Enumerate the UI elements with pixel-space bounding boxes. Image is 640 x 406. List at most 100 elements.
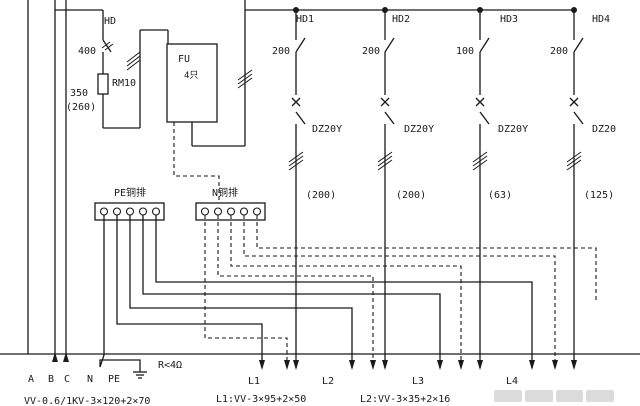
ground-resistance-label: R<4Ω	[158, 360, 182, 371]
pe-label: PE	[108, 374, 120, 385]
hd2-blade	[384, 37, 395, 53]
arrow-l2-n	[370, 360, 376, 370]
neutral-label: N	[87, 374, 93, 385]
grounding-section: R<4Ω	[0, 353, 640, 379]
hd4-breaker-blade	[573, 111, 584, 125]
arrow-l3-pe	[437, 360, 443, 370]
hd2-hatch-1	[377, 151, 393, 163]
arrow-l1-phase	[293, 360, 299, 370]
hd3-breaker-label: DZ20Y	[498, 124, 528, 135]
n-wire-l1	[204, 215, 288, 368]
cable-hatch-2	[126, 55, 141, 67]
hd4-current-label: (125)	[584, 190, 614, 201]
n-conductors	[204, 215, 597, 368]
cable-hatch-1	[126, 51, 141, 63]
cable-spec-l1: L1:VV-3×95+2×50	[216, 394, 306, 405]
hd3-hatch-2	[472, 155, 488, 167]
n-terminal-5	[252, 207, 262, 216]
hd4-blade	[573, 37, 584, 53]
l1-label: L1	[248, 376, 260, 387]
hd1-breaker-blade	[295, 111, 306, 125]
pe-terminal-3	[125, 207, 135, 216]
pe-terminal-1	[99, 207, 109, 216]
arrowheads	[52, 352, 577, 370]
arrow-l2-phase	[382, 360, 388, 370]
bus-hatch-3	[237, 77, 253, 89]
branch-circuits: HD1 200 DZ20Y (200) HD2 200 DZ20Y (200)	[272, 7, 616, 368]
hd-blade	[102, 39, 112, 53]
watermark-block-3	[555, 390, 584, 402]
bus-hatch-2	[237, 73, 253, 85]
bottom-labels: A B C N PE L1 L2 L3 L4 L1:VV-3×95+2×50 L…	[24, 374, 518, 406]
pe-and-n-bars: PE铜排 N铜排	[94, 122, 266, 221]
main-incoming-section: FU 4只 HD 400 RM10 350 (260)	[27, 0, 574, 354]
pe-ground-lead	[99, 359, 141, 372]
hd3-hatch-3	[472, 159, 488, 171]
n-bar-label: N铜排	[212, 186, 238, 199]
hd2-current-label: (200)	[396, 190, 426, 201]
hd4-breaker-x2	[569, 97, 579, 107]
cable-spec-l2: L2:VV-3×35+2×16	[360, 394, 450, 405]
arrow-supply-c	[63, 352, 69, 362]
arrow-l4-pe	[529, 360, 535, 370]
fu-to-n-bar-dashed	[173, 122, 220, 204]
hd1-breaker-label: DZ20Y	[312, 124, 342, 135]
hd-label: HD	[104, 16, 116, 27]
phase-a-label: A	[28, 374, 34, 385]
phase-b-label: B	[48, 374, 54, 385]
hd2-breaker-label: DZ20Y	[404, 124, 434, 135]
bus-hatch-1	[237, 69, 253, 81]
l2-label: L2	[322, 376, 334, 387]
hd2-label: HD2	[392, 14, 410, 25]
watermark-block-4	[586, 390, 614, 402]
hd1-hatch-1	[288, 151, 304, 163]
hd3-breaker-x2	[475, 97, 485, 107]
fu-box	[166, 43, 218, 123]
pe-terminal-2	[112, 207, 122, 216]
hd1-current-label: (200)	[306, 190, 336, 201]
hd1-hatch-2	[288, 155, 304, 167]
rating-260-label: (260)	[66, 102, 96, 113]
n-terminal-2	[213, 207, 223, 216]
hd3-current-label: (63)	[488, 190, 512, 201]
hd4-breaker-label: DZ20	[592, 124, 616, 135]
hd3-hatch-1	[472, 151, 488, 163]
branch-hd4: HD4 200 DZ20 (125)	[550, 10, 616, 368]
hd2-breaker-blade	[384, 111, 395, 125]
n-wire-l4	[243, 215, 556, 368]
hd3-blade	[479, 37, 490, 53]
hd2-breaker-x2	[380, 97, 390, 107]
arrow-l4-n	[552, 360, 558, 370]
hd-tick-2	[104, 43, 114, 51]
n-terminal-3	[226, 207, 236, 216]
fuse-rm10	[97, 73, 109, 95]
phase-c-label: C	[64, 374, 70, 385]
arrow-l1-n	[284, 360, 290, 370]
hd4-hatch-3	[566, 159, 582, 171]
pe-wire-l1	[116, 215, 263, 368]
hd1-breaker-x2	[291, 97, 301, 107]
arrow-l3-phase	[477, 360, 483, 370]
hd-tick-1	[101, 41, 111, 49]
main-cable-spec: VV-0.6/1KV-3×120+2×70	[24, 396, 150, 406]
arrow-l2-pe	[349, 360, 355, 370]
n-wire-l2	[217, 215, 374, 368]
hd2-hatch-3	[377, 159, 393, 171]
hd4-hatch-1	[566, 151, 582, 163]
pe-terminal-5	[151, 207, 161, 216]
arrow-l3-n	[458, 360, 464, 370]
pe-conductors	[99, 215, 533, 368]
n-wire-l3	[230, 215, 462, 368]
arrow-l4-phase	[571, 360, 577, 370]
fu-label: FU	[178, 54, 190, 65]
l3-label: L3	[412, 376, 424, 387]
l4-label: L4	[506, 376, 518, 387]
branch-hd3: HD3 100 DZ20Y (63)	[456, 10, 528, 368]
hd4-rating: 200	[550, 46, 568, 57]
n-terminal-1	[200, 207, 210, 216]
pe-bar-label: PE铜排	[114, 186, 146, 199]
hd-rating-label: 400	[78, 46, 96, 57]
hd1-blade	[295, 37, 306, 53]
branch-hd1: HD1 200 DZ20Y (200)	[272, 10, 342, 368]
